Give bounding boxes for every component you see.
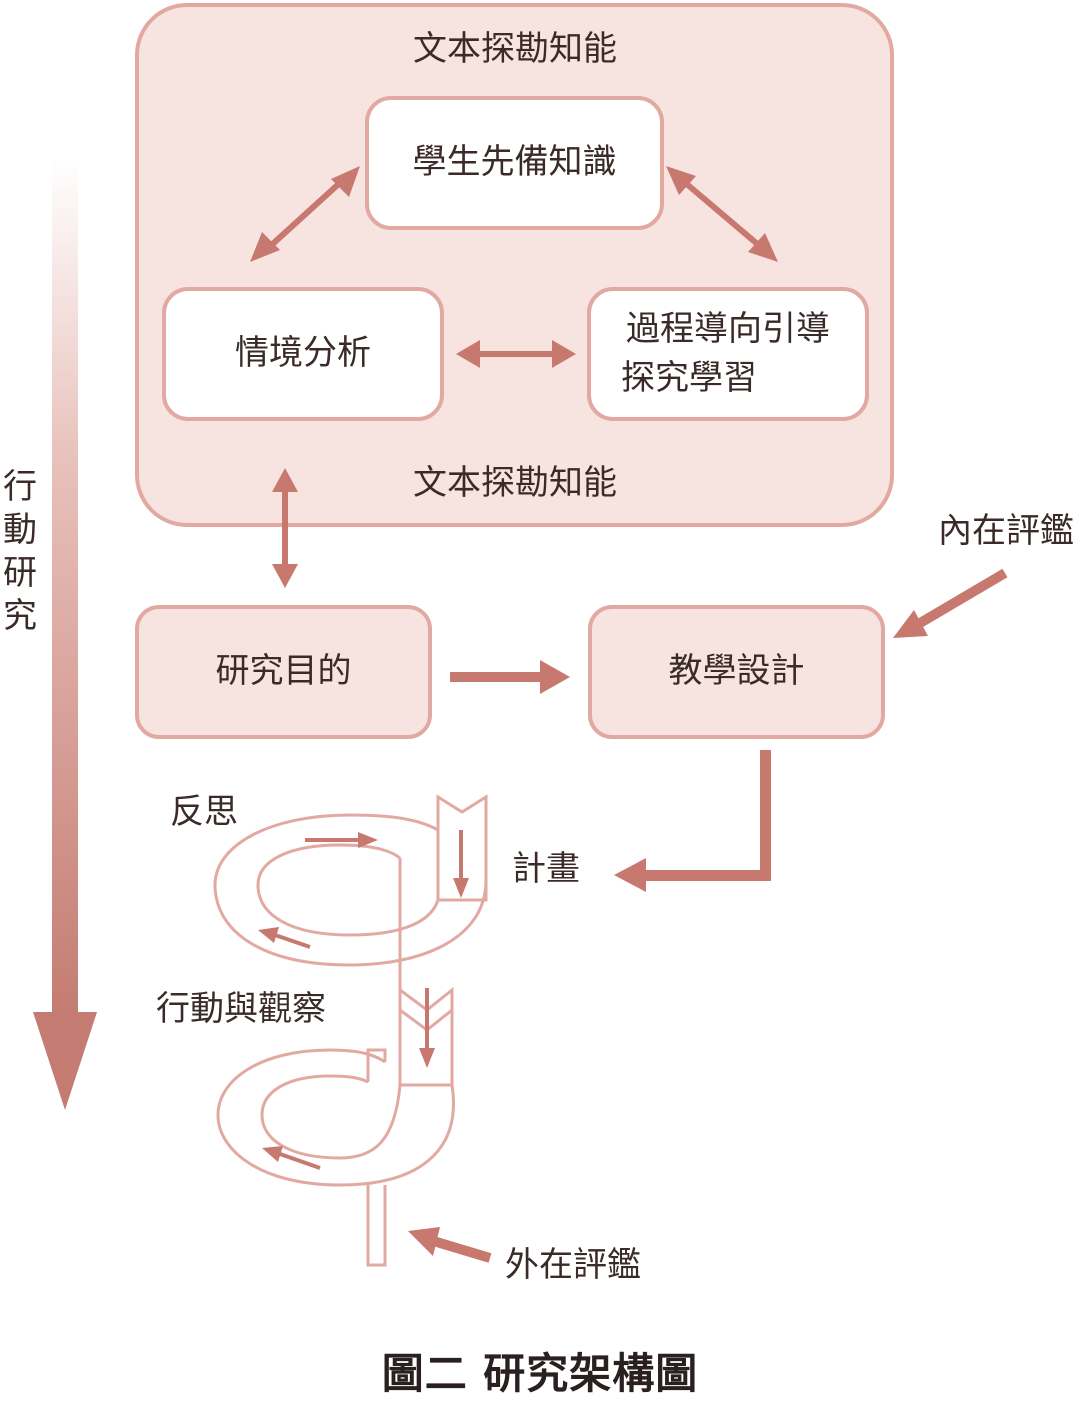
spiral-small-arrows [258,830,469,1170]
double-arrow-middle [456,340,576,368]
reflect-label: 反思 [170,792,238,832]
double-arrow-right-top [666,166,778,262]
process-guided-box [587,287,869,421]
arrow-internal-evaluation [893,568,1008,638]
situation-analysis-label: 情境分析 [235,333,371,374]
plan-label: 計畫 [512,849,580,889]
research-purpose-box [135,605,432,739]
instructional-design-box [588,605,885,739]
process-guided-line1: 過程導向引導 [626,308,830,349]
prior-knowledge-box [365,96,664,230]
arrow-design-to-plan [614,750,771,892]
spiral-figure [213,794,488,1267]
figure-caption: 圖二 研究架構圖 [381,1349,699,1398]
action-research-label: 行 動 研 究 [3,467,37,636]
internal-evaluation-label: 內在評鑑 [938,511,1074,551]
research-purpose-label: 研究目的 [215,651,352,692]
act-observe-label: 行動與觀察 [156,989,326,1029]
process-guided-label: 過程導向引導 探究學習 [589,289,867,419]
double-arrow-left-top [250,166,360,262]
instructional-design-label: 教學設計 [668,651,805,692]
outer-top-label: 文本探勘知能 [413,29,617,69]
double-arrow-vertical [272,468,298,588]
situation-analysis-box [162,287,444,421]
prior-knowledge-label: 學生先備知識 [412,142,617,183]
arrow-external-evaluation [408,1227,492,1263]
process-guided-line2: 探究學習 [621,358,757,398]
outer-bottom-label: 文本探勘知能 [413,463,617,503]
outer-panel [135,3,894,527]
arrow-purpose-to-design [450,660,570,694]
action-research-arrow [33,158,97,1110]
external-evaluation-label: 外在評鑑 [505,1245,641,1285]
